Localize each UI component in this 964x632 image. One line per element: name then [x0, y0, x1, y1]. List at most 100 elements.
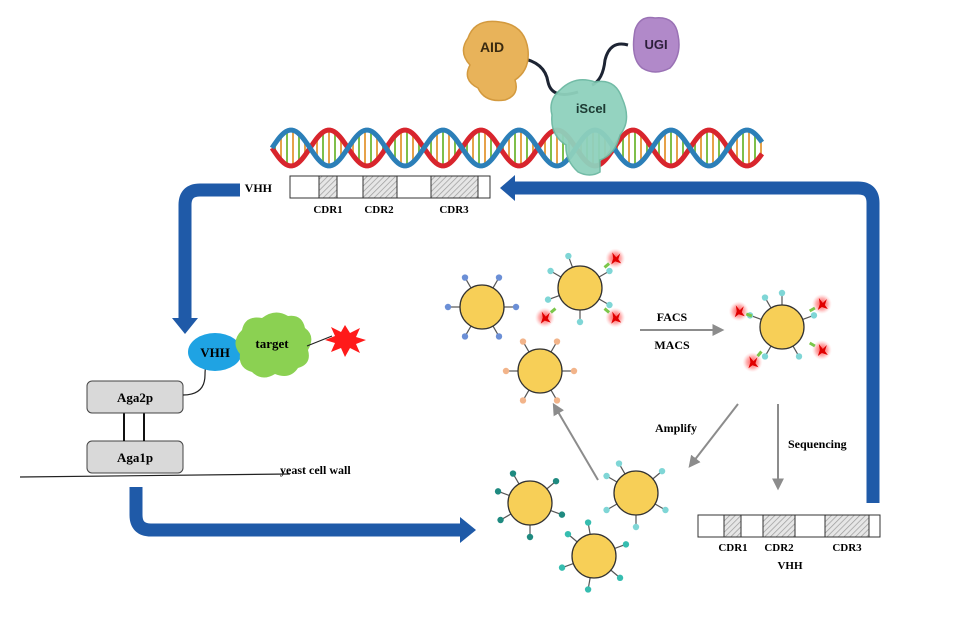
yeast-cell-amplified-green	[558, 519, 630, 593]
target-cloud	[235, 312, 312, 378]
cdr1-region-top	[318, 175, 338, 199]
surface-antibody-tip	[616, 574, 624, 582]
ugi-label: UGI	[644, 37, 667, 52]
cdr3-label-top: CDR3	[439, 204, 469, 216]
surface-antibody-tip	[512, 303, 520, 311]
bound-target	[603, 262, 611, 269]
surface-antibody-tip	[497, 516, 504, 524]
macs-label: MACS	[654, 338, 690, 352]
surface-antibody-tip	[552, 477, 560, 485]
surface-antibody-tip	[461, 274, 469, 281]
yeast-cell-library-orange	[502, 338, 578, 404]
surface-antibody-tip	[509, 470, 517, 477]
surface-antibody-tip	[444, 303, 452, 311]
surface-antibody-tip	[603, 506, 610, 514]
bound-target	[808, 306, 816, 313]
dna-strand-blue	[269, 127, 765, 169]
yeast-cell-body	[759, 304, 805, 350]
surface-antibody-tip	[615, 460, 623, 467]
surface-antibody-tip	[622, 541, 630, 548]
iscei-label: iSceI	[576, 101, 606, 116]
aga2p-box	[86, 380, 184, 414]
aga1p-box	[86, 440, 184, 474]
target-tag-linker	[306, 335, 333, 347]
vhh-display-label: VHH	[200, 345, 230, 360]
sorted-to-amplify-arrow	[688, 403, 739, 468]
vhh-ellipse	[188, 333, 242, 371]
arrow-right-up-head	[500, 175, 515, 201]
fluorescent-label	[748, 356, 759, 369]
yeast-cell-library-bound	[534, 248, 626, 328]
aid-label: AID	[480, 39, 504, 55]
bound-target	[808, 341, 816, 348]
yeast-cell-amplified-teal	[494, 470, 566, 541]
cdr3-label-bottom: CDR3	[832, 542, 862, 554]
dna-helix	[269, 127, 765, 169]
bound-target	[603, 307, 611, 314]
bound-target	[756, 350, 763, 358]
bound-target	[745, 312, 753, 318]
cdr1-label-top: CDR1	[313, 204, 342, 216]
aga2p-label: Aga2p	[117, 390, 153, 405]
cdr3-region-top	[430, 175, 479, 199]
surface-antibody-tip	[461, 333, 469, 340]
surface-antibody-tip	[603, 472, 610, 480]
surface-antibody-tip	[761, 353, 769, 360]
surface-antibody-tip	[632, 523, 640, 531]
surface-antibody-tip	[564, 530, 572, 538]
cell-wall-label: yeast cell wall	[280, 463, 351, 477]
surface-antibody-tip	[526, 533, 534, 541]
base-editor-complex: AID UGI iSceI	[462, 16, 680, 176]
arrow-left-down-head	[172, 318, 198, 334]
surface-antibody-tip	[547, 267, 554, 275]
surface-antibody-tip	[606, 267, 613, 275]
ugi-shape	[632, 16, 680, 73]
yeast-cells	[444, 248, 832, 593]
cdr3-region-bottom	[824, 514, 870, 538]
process-steps: FACS MACS Sequencing Amplify	[552, 310, 847, 491]
yeast-cell-library-blue	[444, 274, 520, 340]
vhh-top-label: VHH	[245, 181, 273, 195]
yeast-cell-sorted	[728, 289, 832, 373]
arrow-bottom-right-head	[460, 517, 476, 543]
surface-antibody-tip	[494, 488, 502, 495]
vhh-gene-bottom: CDR1 CDR2 CDR3 VHH	[697, 514, 881, 572]
surface-antibody-tip	[576, 318, 584, 326]
surface-antibody-tip	[810, 312, 818, 319]
fluorescent-label	[540, 311, 551, 324]
surface-antibody-tip	[570, 367, 578, 375]
yeast-display: yeast cell wall Aga1p Aga2p VHH target	[19, 312, 366, 478]
surface-antibody-tip	[495, 333, 503, 340]
vhh-bottom-label: VHH	[777, 560, 803, 572]
facs-label: FACS	[657, 310, 688, 324]
surface-antibody-tip	[778, 289, 786, 297]
yeast-cell-amplified-cyan	[603, 460, 669, 531]
surface-antibody-tip	[658, 467, 666, 475]
bound-target	[549, 307, 557, 314]
surface-antibody-tip	[795, 353, 803, 360]
cycle-arrows	[129, 175, 880, 543]
surface-antibody-tip	[662, 506, 669, 514]
aid-shape	[462, 20, 529, 102]
yeast-cell-body	[517, 348, 563, 394]
fluorescent-label	[817, 298, 828, 310]
cdr2-region-bottom	[762, 514, 796, 538]
surface-antibody-tip	[761, 294, 769, 301]
iscei-shape	[550, 79, 628, 176]
amplify-to-library-arrow	[552, 402, 599, 481]
surface-antibody-tip	[544, 296, 552, 303]
surface-antibody-tip	[558, 511, 566, 518]
fluorescent-label	[611, 311, 622, 324]
yeast-cell-body	[459, 284, 505, 330]
arrow-left-down	[178, 183, 240, 318]
yeast-cell-body	[557, 265, 603, 311]
surface-antibody-tip	[553, 338, 561, 345]
target-label: target	[255, 336, 289, 351]
arrow-bottom-right	[129, 487, 460, 537]
vhh-gene-top: VHH CDR1 CDR2 CDR3	[245, 175, 491, 216]
cdr2-label-bottom: CDR2	[764, 542, 794, 554]
arrow-right-up	[515, 181, 880, 503]
yeast-cell-body	[571, 533, 617, 579]
surface-antibody-tip	[553, 397, 561, 404]
